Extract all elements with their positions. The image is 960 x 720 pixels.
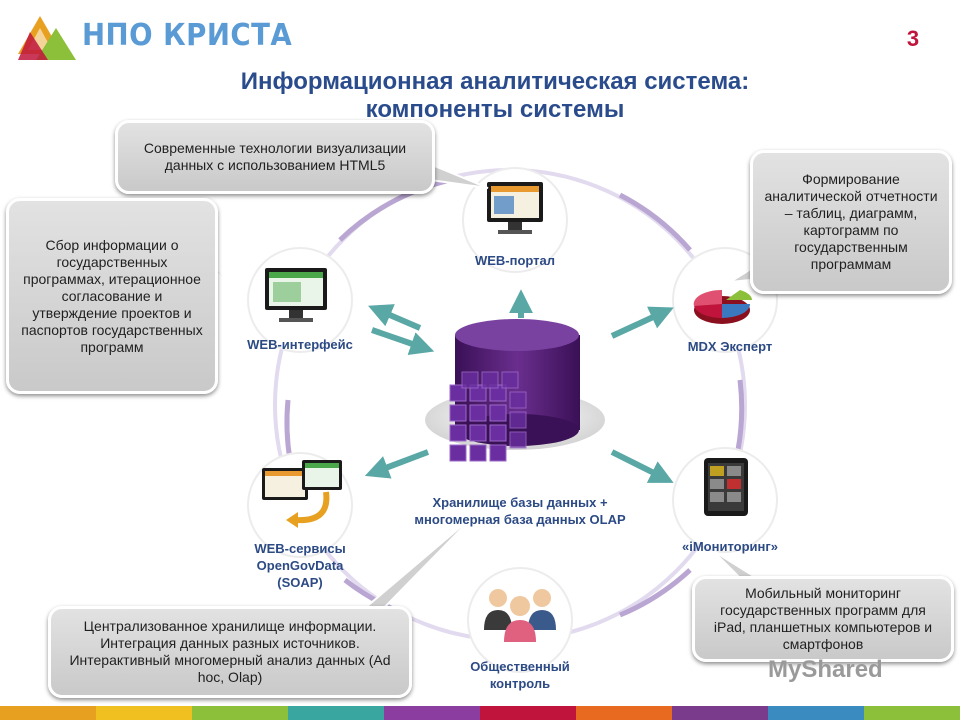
color-segment bbox=[480, 706, 576, 720]
web-services-label-line-2: OpenGovData bbox=[256, 558, 344, 573]
storage-label-line-1: Хранилище базы данных + bbox=[432, 495, 608, 510]
public-control-label: Общественный контроль bbox=[460, 658, 580, 692]
web-services-label: WEB-сервисы OpenGovData (SOAP) bbox=[240, 540, 360, 591]
tablet-icon bbox=[704, 458, 748, 516]
color-segment bbox=[384, 706, 480, 720]
data-collection-callout: Сбор информации о государственных програ… bbox=[6, 198, 218, 394]
color-segment bbox=[96, 706, 192, 720]
reporting-callout: Формирование аналитической отчетности – … bbox=[750, 150, 952, 294]
web-interface-monitor-icon bbox=[265, 268, 327, 322]
arrow-to-interface bbox=[368, 304, 422, 331]
bottom-color-bar bbox=[0, 706, 960, 720]
color-segment bbox=[864, 706, 960, 720]
color-segment bbox=[192, 706, 288, 720]
web-portal-label: WEB-портал bbox=[474, 253, 556, 268]
olap-cube-icon bbox=[449, 371, 527, 462]
arrow-to-services bbox=[364, 449, 430, 479]
web-services-label-line-1: WEB-сервисы bbox=[254, 541, 346, 556]
color-segment bbox=[0, 706, 96, 720]
visualization-callout: Современные технологии визуализации данн… bbox=[115, 120, 435, 194]
page-number: 3 bbox=[906, 26, 920, 51]
color-segment bbox=[288, 706, 384, 720]
logo-icon bbox=[18, 16, 76, 60]
page-title: Информационная аналитическая система: ко… bbox=[100, 68, 890, 124]
people-icon bbox=[484, 589, 556, 642]
web-services-monitors-icon bbox=[262, 460, 342, 528]
color-segment bbox=[768, 706, 864, 720]
web-services-label-line-3: (SOAP) bbox=[277, 575, 323, 590]
arrow-to-imonitoring bbox=[610, 449, 674, 483]
company-name: НПО КРИСТА bbox=[82, 18, 293, 53]
mdx-expert-label: MDX Эксперт bbox=[687, 339, 773, 354]
web-portal-monitor-icon bbox=[487, 182, 543, 234]
arrow-to-mdx bbox=[610, 306, 674, 339]
public-control-label-line-2: контроль bbox=[489, 676, 551, 691]
color-segment bbox=[576, 706, 672, 720]
arrow-from-interface bbox=[371, 327, 435, 356]
title-line-1: Информационная аналитическая система: bbox=[240, 68, 750, 95]
title-line-2: компоненты системы bbox=[365, 96, 625, 123]
storage-label-line-2: многомерная база данных OLAP bbox=[414, 512, 626, 527]
public-control-label-line-1: Общественный bbox=[470, 659, 570, 674]
color-segment bbox=[672, 706, 768, 720]
central-storage-callout: Централизованное хранилище информации. И… bbox=[48, 606, 412, 698]
watermark: MyShared bbox=[768, 656, 883, 683]
storage-label: Хранилище базы данных + многомерная база… bbox=[385, 494, 655, 528]
mobile-callout: Мобильный мониторинг государственных про… bbox=[692, 576, 954, 662]
imonitoring-label: «iМониторинг» bbox=[681, 539, 779, 554]
pie-chart-icon bbox=[693, 289, 752, 324]
web-interface-label: WEB-интерфейс bbox=[247, 337, 353, 352]
